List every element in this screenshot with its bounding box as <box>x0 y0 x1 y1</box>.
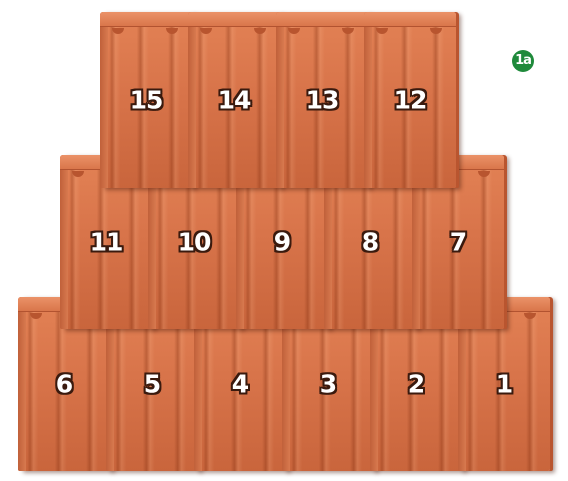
tile-head-lip <box>100 12 192 27</box>
tile-number: 10 <box>148 228 240 257</box>
tile-nib <box>254 28 266 34</box>
tile-number: 3 <box>282 370 374 399</box>
roof-tile-14: 14 <box>188 12 280 188</box>
tile-nib <box>430 28 442 34</box>
tile-number: 1 <box>458 370 550 399</box>
label-badge: 1a <box>512 50 534 72</box>
tile-number: 13 <box>276 86 368 115</box>
roof-tile-15: 15 <box>100 12 192 188</box>
roof-tile-13: 13 <box>276 12 368 188</box>
tile-nib <box>30 313 42 319</box>
tile-number: 7 <box>412 228 504 257</box>
tile-nib <box>200 28 212 34</box>
tile-number: 6 <box>18 370 110 399</box>
tile-nib <box>478 171 490 177</box>
tile-head-lip <box>364 12 456 27</box>
tile-nib <box>72 171 84 177</box>
tile-nib <box>342 28 354 34</box>
tile-number: 12 <box>364 86 456 115</box>
tile-number: 9 <box>236 228 328 257</box>
tile-number: 11 <box>60 228 152 257</box>
tile-nib <box>288 28 300 34</box>
tile-nib <box>524 313 536 319</box>
tile-number: 2 <box>370 370 462 399</box>
tile-number: 8 <box>324 228 416 257</box>
tile-number: 14 <box>188 86 280 115</box>
tile-nib <box>376 28 388 34</box>
tile-head-lip <box>188 12 280 27</box>
tile-number: 15 <box>100 86 192 115</box>
tile-nib <box>166 28 178 34</box>
tile-nib <box>112 28 124 34</box>
tile-number: 4 <box>194 370 286 399</box>
roof-tile-12: 12 <box>364 12 456 188</box>
tile-head-lip <box>276 12 368 27</box>
tile-number: 5 <box>106 370 198 399</box>
